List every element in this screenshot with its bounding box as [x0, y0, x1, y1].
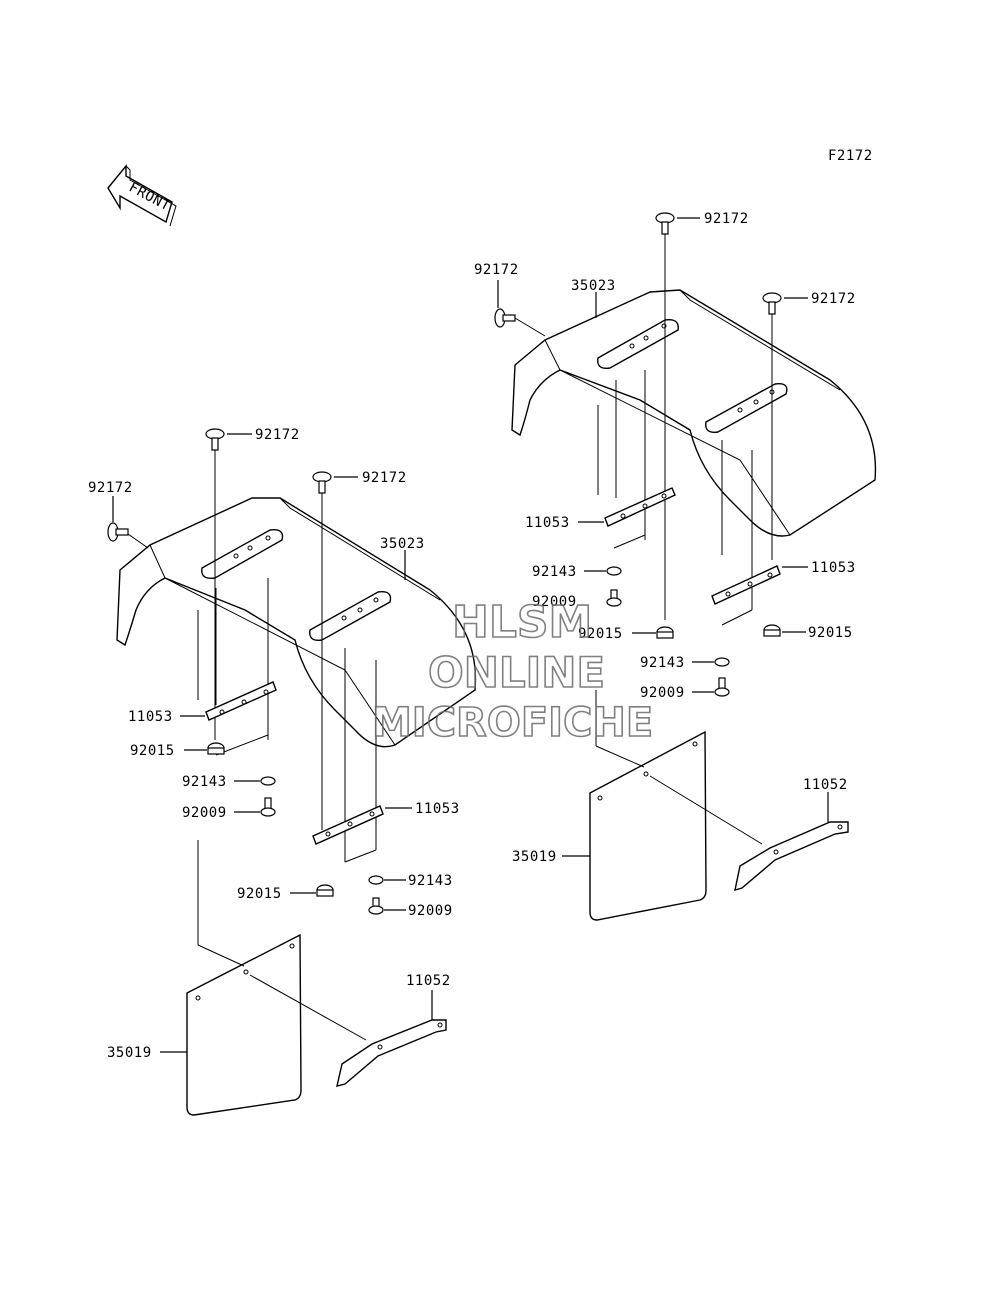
- bolt-92009-a-left: [260, 797, 276, 817]
- bracket-11053-b-left: [312, 805, 384, 845]
- callout-r-11053-b: 11053: [811, 560, 856, 576]
- bolt-92009-b-left: [368, 897, 384, 915]
- washer-92143-a-right: [606, 566, 622, 576]
- callout-r-92172-top: 92172: [704, 211, 749, 227]
- front-arrow-icon: FRONT: [107, 164, 177, 227]
- mud-flap-35019-left: [186, 840, 367, 1116]
- nut-92015-b-right: [763, 624, 781, 637]
- bolt-92172-left-left: [107, 522, 149, 549]
- nut-92015-b-left: [316, 884, 334, 897]
- callout-l-11053-b: 11053: [415, 801, 460, 817]
- figure-code: F2172: [828, 148, 873, 164]
- left-assembly: 92172 92172 92172 35023 11053: [88, 427, 477, 1116]
- callout-r-11053-a: 11053: [525, 515, 570, 531]
- callout-l-35023: 35023: [380, 536, 425, 552]
- callout-r-92172-right: 92172: [811, 291, 856, 307]
- callout-l-92015-b: 92015: [237, 886, 282, 902]
- callout-l-11052: 11052: [406, 973, 451, 989]
- callout-l-92143-a: 92143: [182, 774, 227, 790]
- watermark-line-2: ONLINE: [428, 648, 605, 697]
- callout-l-92172-left: 92172: [88, 480, 133, 496]
- bolt-92009-a-right: [606, 589, 622, 607]
- bracket-11053-a-left: [205, 681, 277, 721]
- bolt-92172-top-left: [205, 428, 225, 740]
- bolt-92172-top-right: [655, 212, 675, 620]
- bolt-92172-right-right: [762, 292, 782, 560]
- callout-l-92143-b: 92143: [408, 873, 453, 889]
- callout-r-92009-a: 92009: [532, 594, 577, 610]
- bolt-92009-b-right: [714, 677, 730, 697]
- callout-l-92172-top: 92172: [255, 427, 300, 443]
- callout-r-11052: 11052: [803, 777, 848, 793]
- bracket-11053-b-right: [711, 565, 781, 605]
- washer-92143-a-left: [260, 776, 276, 786]
- callout-l-92009-a: 92009: [182, 805, 227, 821]
- washer-92143-b-right: [714, 657, 730, 667]
- watermark: HLSM ONLINE MICROFICHE: [371, 596, 654, 747]
- bolt-92172-mid-left: [312, 471, 332, 830]
- callout-r-92172-left: 92172: [474, 262, 519, 278]
- callout-r-92143-a: 92143: [532, 564, 577, 580]
- callout-r-92143-b: 92143: [640, 655, 685, 671]
- bracket-11053-a-right: [604, 487, 676, 527]
- bolt-92172-left-right: [494, 308, 546, 337]
- rear-fender-right: [511, 289, 877, 537]
- callout-l-92015-a: 92015: [130, 743, 175, 759]
- mud-flap-35019-right: [589, 690, 763, 921]
- callout-r-92015-a: 92015: [578, 626, 623, 642]
- right-assembly: 92172 92172 35023 92172 11053: [474, 211, 877, 921]
- callout-l-92172-mid: 92172: [362, 470, 407, 486]
- washer-92143-b-left: [368, 875, 384, 885]
- bracket-11052-left: [336, 1019, 447, 1087]
- callout-l-92009-b: 92009: [408, 903, 453, 919]
- callout-r-92015-b: 92015: [808, 625, 853, 641]
- bracket-11052-right: [734, 821, 849, 891]
- nut-92015-a-right: [656, 626, 674, 639]
- callout-l-11053-a: 11053: [128, 709, 173, 725]
- nut-92015-a-left: [207, 742, 225, 755]
- callout-l-35019: 35019: [107, 1045, 152, 1061]
- callout-r-35023: 35023: [571, 278, 616, 294]
- watermark-line-1: HLSM: [452, 597, 592, 648]
- watermark-line-3: MICROFICHE: [372, 700, 653, 746]
- rear-fender-left: [116, 497, 477, 748]
- callout-r-35019: 35019: [512, 849, 557, 865]
- callout-r-92009-b: 92009: [640, 685, 685, 701]
